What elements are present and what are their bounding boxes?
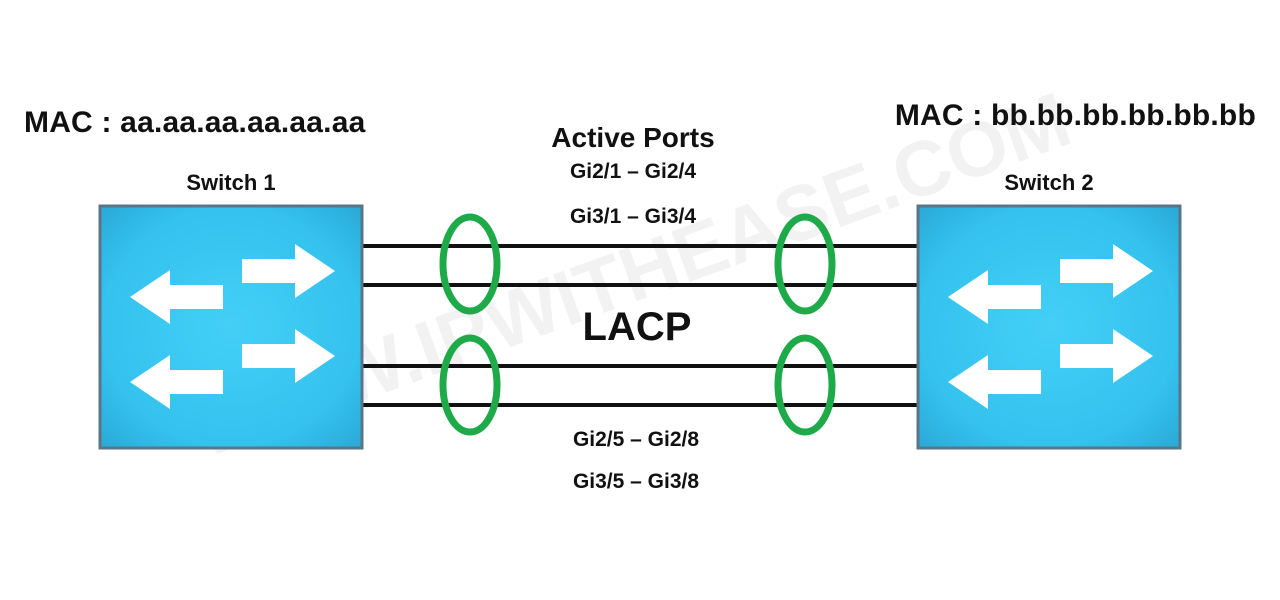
arrow-left-icon: [948, 270, 1041, 324]
switch-2-label: Switch 2: [1004, 170, 1094, 195]
lower-port-range-1: Gi2/5 – Gi2/8: [572, 428, 700, 451]
bundle-ellipse: [439, 213, 501, 315]
lower-port-range-2: Gi3/5 – Gi3/8: [572, 470, 700, 493]
upper-port-range-2: Gi3/1 – Gi3/4: [569, 205, 697, 228]
upper-port-range-1: Gi2/1 – Gi2/4: [569, 160, 697, 183]
protocol-label: LACP: [582, 305, 692, 349]
arrow-left-icon: [130, 355, 223, 409]
arrow-right-icon: [242, 329, 335, 383]
arrow-right-icon: [242, 244, 335, 298]
bundle-ellipse: [439, 334, 501, 436]
bundle-ellipse: [774, 334, 836, 436]
arrow-left-icon: [130, 270, 223, 324]
switch-1-label: Switch 1: [186, 170, 276, 195]
arrow-left-icon: [948, 355, 1041, 409]
switch-2-icon: [916, 204, 1182, 450]
bundle-ellipses: [439, 213, 836, 436]
switch-2-mac: MAC : bb.bb.bb.bb.bb.bb: [894, 99, 1256, 132]
active-ports-heading: Active Ports: [551, 122, 715, 153]
physical-links: [362, 244, 918, 407]
switch-1-icon: [98, 204, 364, 450]
bundle-ellipse: [774, 213, 836, 315]
arrow-right-icon: [1060, 329, 1153, 383]
switch-1-mac: MAC : aa.aa.aa.aa.aa.aa: [24, 106, 366, 139]
arrow-right-icon: [1060, 244, 1153, 298]
